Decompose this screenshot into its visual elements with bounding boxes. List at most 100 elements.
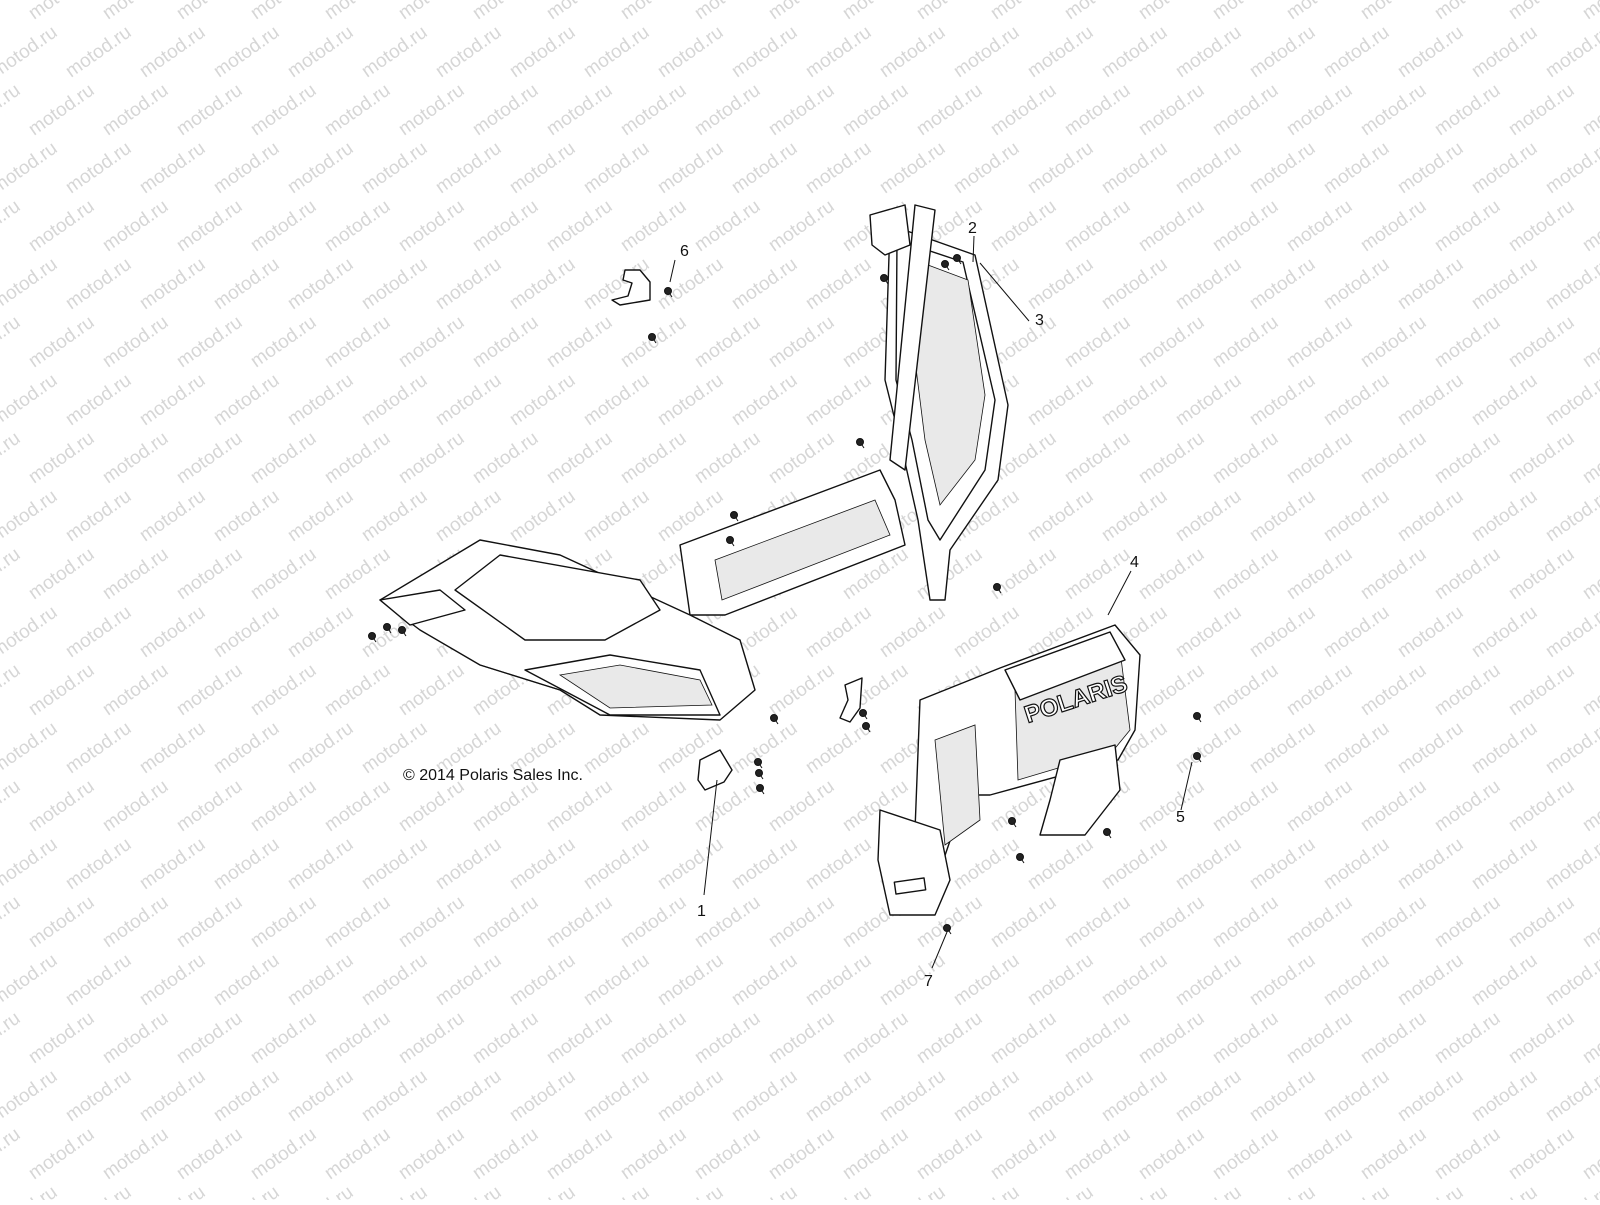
watermark-text: motod.ru — [1579, 660, 1600, 720]
watermark-text: motod.ru — [284, 486, 357, 546]
watermark-text: motod.ru — [728, 254, 801, 314]
watermark-text: motod.ru — [876, 1066, 949, 1126]
watermark-text: motod.ru — [1209, 892, 1282, 952]
watermark-text: motod.ru — [1542, 834, 1600, 894]
watermark-text: motod.ru — [1209, 776, 1282, 836]
watermark-text: motod.ru — [1320, 602, 1393, 662]
watermark-text: motod.ru — [1505, 196, 1578, 256]
watermark-text: motod.ru — [247, 312, 320, 372]
watermark-text: motod.ru — [321, 428, 394, 488]
watermark-text: motod.ru — [395, 1124, 468, 1184]
watermark-text: motod.ru — [1579, 312, 1600, 372]
watermark-text: motod.ru — [99, 544, 172, 604]
watermark-text: motod.ru — [395, 312, 468, 372]
watermark-text: motod.ru — [1542, 22, 1600, 82]
watermark-text: motod.ru — [728, 22, 801, 82]
screw-icon — [1016, 853, 1025, 864]
callout-1: 1 — [697, 903, 706, 920]
watermark-text: motod.ru — [1098, 950, 1171, 1010]
watermark-text: motod.ru — [136, 834, 209, 894]
watermark-text: motod.ru — [173, 892, 246, 952]
watermark-text: motod.ru — [1283, 196, 1356, 256]
watermark-text: motod.ru — [1024, 1066, 1097, 1126]
screw-icon — [754, 758, 763, 769]
watermark-text: motod.ru — [358, 370, 431, 430]
watermark-text: motod.ru — [1394, 1066, 1467, 1126]
watermark-text: motod.ru — [506, 254, 579, 314]
watermark-text: motod.ru — [913, 80, 986, 140]
watermark-text: motod.ru — [469, 428, 542, 488]
watermark-text: motod.ru — [432, 254, 505, 314]
watermark-text: motod.ru — [1024, 138, 1097, 198]
watermark-text: motod.ru — [210, 834, 283, 894]
watermark-text: motod.ru — [210, 718, 283, 778]
watermark-text: motod.ru — [654, 370, 727, 430]
screw-icon — [368, 632, 377, 643]
watermark-text: motod.ru — [210, 370, 283, 430]
watermark-text: motod.ru — [506, 1182, 579, 1200]
watermark-text: motod.ru — [1357, 544, 1430, 604]
watermark-text: motod.ru — [802, 834, 875, 894]
watermark-text: motod.ru — [1135, 660, 1208, 720]
watermark-text: motod.ru — [1394, 486, 1467, 546]
watermark-text: motod.ru — [1431, 428, 1504, 488]
watermark-text: motod.ru — [25, 660, 98, 720]
screw-icon — [1008, 817, 1017, 828]
watermark-text: motod.ru — [0, 718, 61, 778]
watermark-text: motod.ru — [506, 138, 579, 198]
watermark-text: motod.ru — [1505, 892, 1578, 952]
watermark-text: motod.ru — [210, 1066, 283, 1126]
watermark-text: motod.ru — [913, 0, 986, 24]
callout-labels: 1 2 3 4 5 6 7 — [680, 220, 1185, 990]
watermark-text: motod.ru — [580, 138, 653, 198]
watermark-text: motod.ru — [1246, 1182, 1319, 1200]
watermark-text: motod.ru — [654, 254, 727, 314]
watermark-text: motod.ru — [1098, 1066, 1171, 1126]
watermark-text: motod.ru — [802, 950, 875, 1010]
watermark-text: motod.ru — [1024, 950, 1097, 1010]
watermark-text: motod.ru — [173, 1124, 246, 1184]
watermark-text: motod.ru — [358, 486, 431, 546]
watermark-text: motod.ru — [1320, 138, 1393, 198]
watermark-text: motod.ru — [1061, 1124, 1134, 1184]
watermark-text: motod.ru — [1246, 486, 1319, 546]
callout-5: 5 — [1176, 809, 1185, 826]
watermark-text: motod.ru — [691, 0, 764, 24]
watermark-text: motod.ru — [0, 776, 24, 836]
watermark-text: motod.ru — [580, 718, 653, 778]
watermark-text: motod.ru — [284, 1066, 357, 1126]
watermark-text: motod.ru — [1542, 950, 1600, 1010]
watermark-text: motod.ru — [1505, 660, 1578, 720]
watermark-text: motod.ru — [99, 196, 172, 256]
watermark-text: motod.ru — [99, 776, 172, 836]
watermark-text: motod.ru — [358, 138, 431, 198]
screw-icon — [943, 924, 952, 935]
watermark-text: motod.ru — [395, 0, 468, 24]
watermark-text: motod.ru — [1320, 1066, 1393, 1126]
screw-icon — [756, 784, 765, 795]
lower-brackets — [697, 677, 863, 791]
watermark-text: motod.ru — [1320, 834, 1393, 894]
watermark-text: motod.ru — [654, 1182, 727, 1200]
watermark-text: motod.ru — [99, 0, 172, 24]
watermark-text: motod.ru — [876, 602, 949, 662]
watermark-text: motod.ru — [136, 486, 209, 546]
watermark-text: motod.ru — [1098, 1182, 1171, 1200]
watermark-text: motod.ru — [1431, 0, 1504, 24]
watermark-text: motod.ru — [1246, 718, 1319, 778]
watermark-text: motod.ru — [173, 776, 246, 836]
watermark-text: motod.ru — [25, 428, 98, 488]
watermark-text: motod.ru — [543, 776, 616, 836]
watermark-text: motod.ru — [173, 544, 246, 604]
watermark-text: motod.ru — [1061, 0, 1134, 24]
watermark-text: motod.ru — [284, 138, 357, 198]
watermark-text: motod.ru — [617, 892, 690, 952]
watermark-text: motod.ru — [617, 1124, 690, 1184]
watermark-text: motod.ru — [247, 1008, 320, 1068]
watermark-text: motod.ru — [765, 312, 838, 372]
watermark-text: motod.ru — [25, 1124, 98, 1184]
watermark-text: motod.ru — [876, 950, 949, 1010]
watermark-text: motod.ru — [1209, 80, 1282, 140]
watermark-text: motod.ru — [284, 254, 357, 314]
